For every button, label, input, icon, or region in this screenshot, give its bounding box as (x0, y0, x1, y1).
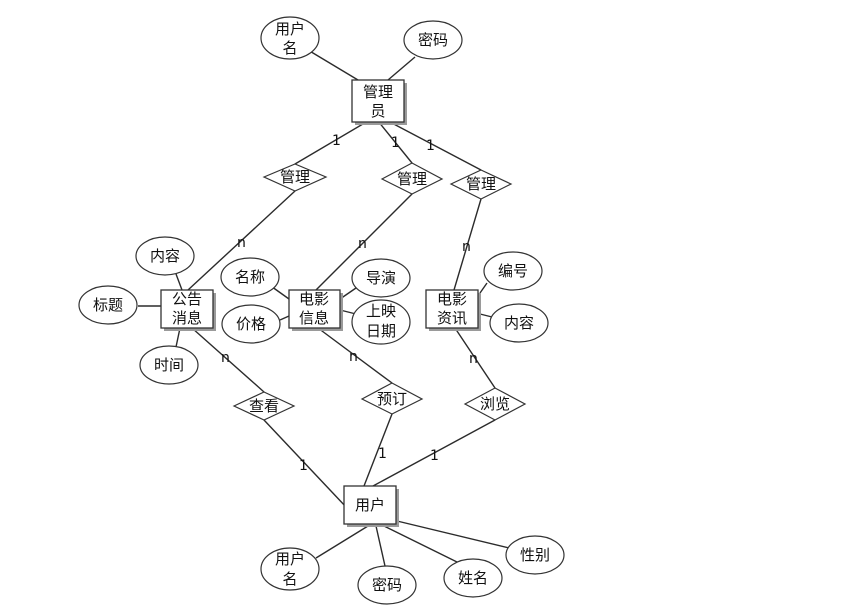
entity-notice: 公告 消息 (160, 289, 216, 331)
cardinality-label: 1 (426, 138, 435, 154)
cardinality-labels: 1 1 1 n n n n n n 1 1 1 (221, 133, 478, 474)
entity-nodes: 管理 员 公告 消息 电影 信息 电影 资讯 用户 (160, 79, 481, 527)
relationship-view: 查看 (232, 391, 296, 421)
relationship-order: 预订 (360, 382, 424, 415)
edge-manage-movie (315, 193, 413, 291)
attribute-label: 用户 (275, 20, 305, 38)
edge-admin-manage-notice (294, 120, 369, 165)
relationship-label: 浏览 (480, 395, 510, 413)
cardinality-label: n (221, 350, 230, 366)
relationship-label: 管理 (280, 168, 310, 186)
attribute-label: 标题 (93, 296, 123, 314)
attribute-label: 名称 (235, 268, 265, 286)
attribute-label: 性别 (520, 546, 550, 564)
attribute-user-gender: 性别 (505, 535, 565, 575)
attribute-label: 用户 (275, 550, 305, 568)
attribute-label: 导演 (366, 269, 396, 287)
attribute-label: 日期 (366, 322, 396, 340)
entity-admin: 管理 员 (351, 79, 407, 125)
attribute-user-password: 密码 (357, 565, 417, 605)
relationship-nodes: 管理 管理 管理 查看 预订 浏览 (232, 162, 527, 421)
attribute-news-number: 编号 (483, 251, 543, 291)
attribute-movie-release: 上映 日期 (351, 299, 411, 345)
edge-view-user (263, 419, 348, 509)
edge-manage-news (453, 198, 482, 291)
edge-user-username (315, 525, 369, 559)
edge-admin-username (307, 49, 359, 81)
attribute-movie-price: 价格 (221, 304, 281, 344)
entity-user: 用户 (343, 485, 399, 527)
relationship-manage-movie: 管理 (380, 162, 444, 195)
relationship-label: 预订 (377, 390, 407, 408)
attribute-label: 内容 (150, 247, 180, 265)
edge-notice-content (175, 273, 183, 291)
attribute-admin-password: 密码 (403, 20, 463, 60)
entity-news: 电影 资讯 (425, 289, 481, 331)
attribute-user-username: 用户 名 (260, 547, 320, 591)
attribute-label: 密码 (418, 31, 448, 49)
cardinality-label: n (462, 239, 471, 255)
relationship-manage-notice: 管理 (262, 163, 328, 192)
edge-order-user (363, 413, 393, 487)
attribute-notice-content: 内容 (135, 236, 195, 276)
attribute-label: 上映 (366, 302, 396, 320)
edge-admin-manage-movie (377, 120, 413, 164)
edge-user-name (383, 525, 458, 563)
cardinality-label: 1 (332, 133, 341, 149)
entity-label: 信息 (299, 309, 329, 327)
edge-admin-password (387, 56, 416, 81)
attribute-label: 名 (282, 570, 297, 588)
attribute-label: 内容 (504, 314, 534, 332)
edge-movie-price (279, 315, 290, 321)
entity-label: 电影 (299, 290, 329, 308)
attribute-label: 时间 (154, 356, 184, 374)
edge-user-password (375, 525, 386, 567)
cardinality-label: 1 (378, 446, 387, 462)
attribute-label: 价格 (236, 315, 266, 333)
attribute-label: 名 (282, 39, 297, 57)
cardinality-label: 1 (430, 448, 439, 464)
edge-news-browse (454, 327, 496, 389)
edge-news-number (479, 282, 488, 294)
entity-label: 管理 (363, 83, 393, 101)
entity-label: 电影 (437, 290, 467, 308)
edge-notice-view (191, 327, 265, 393)
cardinality-label: 1 (391, 135, 400, 151)
edge-news-content (479, 313, 493, 318)
edge-browse-user (372, 419, 496, 487)
edge-manage-notice (187, 190, 296, 291)
relationship-browse: 浏览 (463, 387, 527, 421)
entity-label: 用户 (355, 496, 385, 514)
attribute-movie-director: 导演 (351, 258, 411, 298)
cardinality-label: n (358, 236, 367, 252)
cardinality-label: n (469, 351, 478, 367)
attribute-user-name: 姓名 (443, 558, 503, 598)
edge-admin-manage-news (387, 120, 482, 171)
attribute-label: 姓名 (458, 569, 488, 587)
cardinality-label: 1 (299, 458, 308, 474)
edge-movie-order (317, 327, 393, 384)
cardinality-label: n (237, 235, 246, 251)
attribute-notice-title: 标题 (78, 285, 138, 325)
attribute-admin-username: 用户 名 (260, 16, 320, 60)
relationship-label: 查看 (249, 397, 279, 415)
edge-notice-time (175, 327, 181, 348)
relationship-label: 管理 (466, 175, 496, 193)
attribute-nodes: 用户 名 密码 内容 标题 时间 名称 价格 导演 (78, 16, 565, 605)
cardinality-label: n (349, 349, 358, 365)
attribute-movie-name: 名称 (220, 257, 280, 297)
entity-label: 公告 (172, 290, 202, 308)
attribute-notice-time: 时间 (139, 345, 199, 385)
entity-label: 资讯 (437, 309, 467, 327)
attribute-label: 密码 (372, 576, 402, 594)
entity-label: 员 (370, 102, 385, 120)
edge-user-gender (396, 520, 510, 549)
attribute-label: 编号 (498, 262, 528, 280)
relationship-manage-news: 管理 (449, 169, 513, 200)
entity-label: 消息 (172, 309, 202, 327)
attribute-news-content: 内容 (489, 303, 549, 343)
entity-movie: 电影 信息 (288, 289, 343, 331)
relationship-label: 管理 (397, 170, 427, 188)
